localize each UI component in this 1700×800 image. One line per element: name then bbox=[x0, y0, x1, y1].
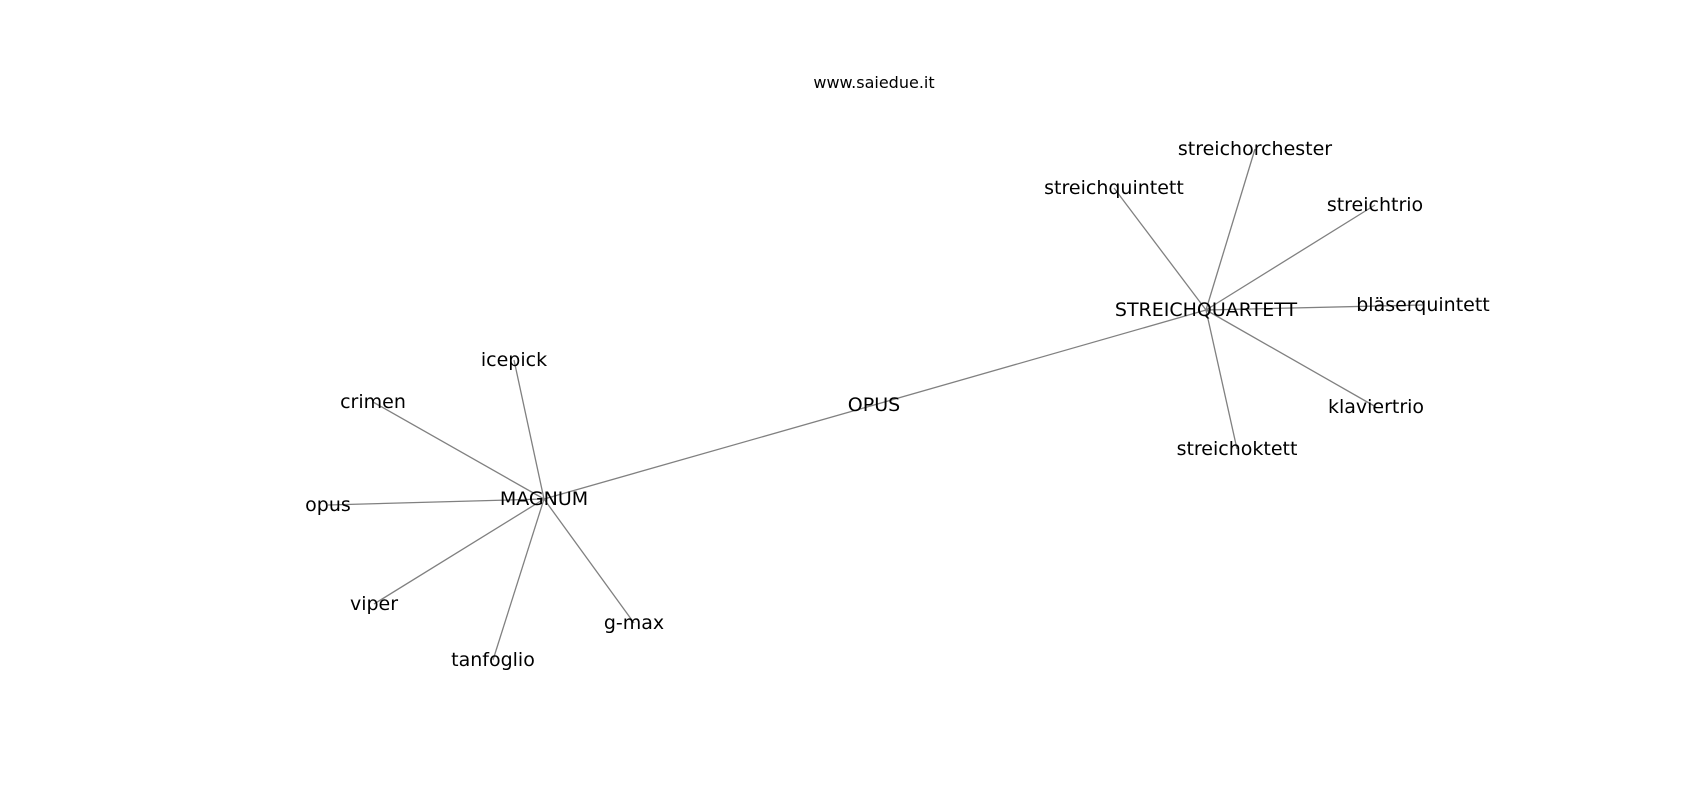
node-label-streichoktett: streichoktett bbox=[1177, 438, 1298, 460]
node-label-magnum: MAGNUM bbox=[500, 488, 588, 510]
edge-magnum-viper bbox=[373, 498, 545, 605]
node-label-tanfoglio: tanfoglio bbox=[451, 649, 535, 671]
node-label-klaviertrio: klaviertrio bbox=[1328, 396, 1424, 418]
watermark-text: www.saiedue.it bbox=[813, 73, 934, 92]
edge-streichquartett-blaserquintett bbox=[1205, 304, 1424, 311]
node-label-crimen: crimen bbox=[340, 391, 406, 413]
node-label-streichquintett: streichquintett bbox=[1044, 177, 1184, 199]
node-label-streichorchester: streichorchester bbox=[1178, 138, 1332, 160]
node-label-opus: opus bbox=[305, 494, 351, 516]
edge-magnum-g-max bbox=[543, 498, 635, 624]
node-label-blaserquintett: bläserquintett bbox=[1356, 294, 1490, 316]
edge-streichquartett-klaviertrio bbox=[1205, 309, 1377, 408]
edge-opus_center-streichquartett bbox=[873, 309, 1207, 406]
edge-opus_center-magnum bbox=[543, 404, 875, 500]
edge-streichquartett-streichorchester bbox=[1205, 148, 1256, 311]
edge-streichquartett-streichquintett bbox=[1113, 187, 1207, 311]
graph-nodes: OPUS MAGNUM STREICHQUARTETT icepick crimen op… bbox=[305, 138, 1490, 671]
node-label-opus_center: OPUS bbox=[848, 394, 900, 416]
edge-magnum-tanfoglio bbox=[492, 498, 545, 661]
edge-magnum-crimen bbox=[372, 401, 545, 500]
node-label-g-max: g-max bbox=[604, 612, 664, 634]
edge-magnum-icepick bbox=[513, 359, 545, 500]
node-label-viper: viper bbox=[350, 593, 398, 615]
node-label-icepick: icepick bbox=[481, 349, 547, 371]
edge-streichquartett-streichtrio bbox=[1205, 204, 1376, 311]
node-label-streichtrio: streichtrio bbox=[1327, 194, 1423, 216]
edge-magnum-opus bbox=[327, 498, 545, 506]
node-label-streichquartett: STREICHQUARTETT bbox=[1115, 299, 1298, 321]
edge-streichquartett-streichoktett bbox=[1205, 309, 1238, 450]
graph-edges bbox=[327, 148, 1424, 661]
